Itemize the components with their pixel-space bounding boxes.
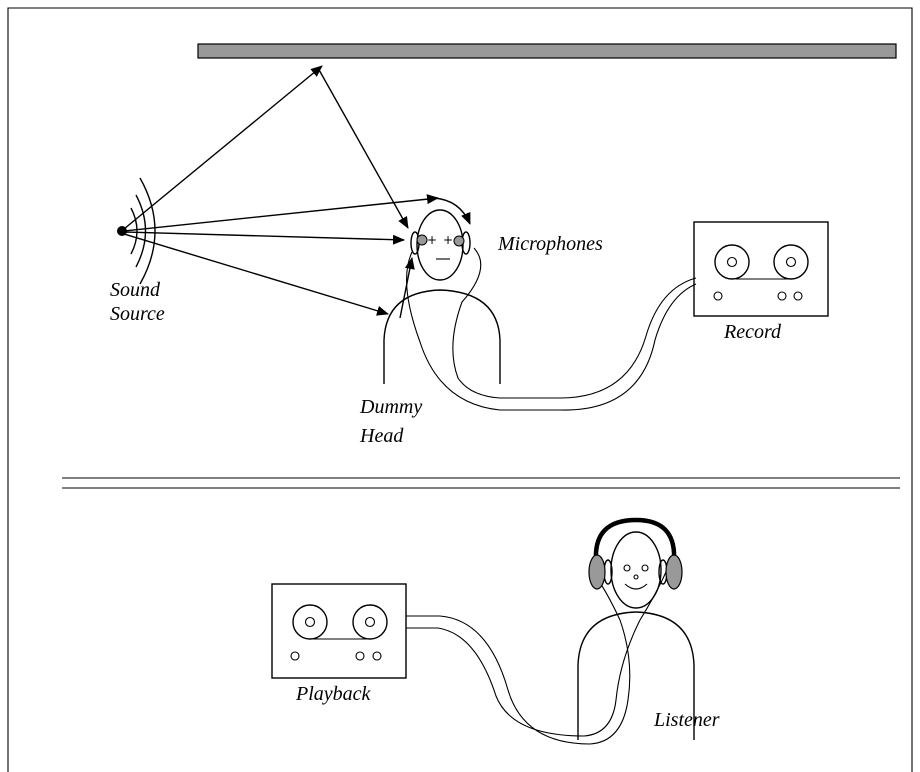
recording-cable-inner: [452, 247, 697, 399]
playback-button-1: [290, 651, 300, 661]
sound-wave-1: [130, 207, 138, 255]
listener-label: Listener: [653, 709, 720, 731]
right-headphone-cup: [665, 554, 683, 590]
sound-source-label-line2: Source: [110, 303, 165, 325]
record-reel-left-hub: [726, 256, 738, 268]
dummy-head-pointer: [399, 257, 415, 319]
direct-path-middle: [123, 231, 405, 245]
right-microphone: [453, 235, 465, 247]
direct-path-bottom: [123, 233, 389, 316]
listener-face: [610, 531, 662, 609]
sound-wave-3: [139, 177, 156, 285]
dummy-head-face: [416, 209, 464, 281]
playback-label: Playback: [295, 683, 372, 705]
reflected-path-up: [123, 65, 323, 230]
record-deck-body: [693, 221, 829, 317]
dummy-head-body: [383, 289, 501, 384]
playback-deck-body: [271, 583, 407, 679]
playback-reel-left-hub: [304, 616, 316, 628]
playback-cable-inner: [406, 571, 667, 737]
plus-mark-right: +: [443, 233, 453, 247]
playback-button-3: [372, 651, 382, 661]
dummy-head-label-line1: Dummy: [359, 396, 422, 418]
playback-cable-outer: [406, 573, 631, 745]
playback-deck: [271, 583, 407, 679]
frame-border: [7, 7, 913, 772]
listener-smile: [624, 583, 648, 590]
reflected-path-down: [317, 67, 409, 229]
record-button-3: [793, 291, 803, 301]
listener-body: [577, 611, 695, 740]
record-reel-right-hub: [785, 256, 797, 268]
left-headphone-cup: [588, 554, 606, 590]
sound-wave-2: [135, 194, 147, 268]
record-button-2: [777, 291, 787, 301]
listener: [577, 517, 695, 740]
microphones-label: Microphones: [497, 233, 603, 255]
dummy-head-label-line2: Head: [359, 425, 404, 447]
sound-source-label-line1: Sound: [110, 279, 161, 301]
listener-nose: [633, 574, 639, 580]
listener-right-eye: [641, 564, 649, 572]
playback-reel-right: [352, 604, 388, 640]
record-reel-left: [714, 244, 750, 280]
record-reel-right: [773, 244, 809, 280]
head-rotation-arc: [433, 197, 471, 225]
playback-reel-left: [292, 604, 328, 640]
recording-cable-outer: [406, 251, 697, 411]
left-microphone: [416, 234, 428, 246]
listener-left-eye: [623, 564, 631, 572]
playback-reel-right-hub: [364, 616, 376, 628]
dummy-head: + +: [383, 197, 501, 384]
plus-mark-left: +: [427, 233, 437, 247]
reflecting-surface: [197, 43, 897, 59]
direct-path-top: [123, 194, 439, 232]
playback-button-2: [355, 651, 365, 661]
headphone-band: [593, 517, 677, 561]
record-deck: [693, 221, 829, 317]
sound-source: [117, 177, 156, 285]
record-label: Record: [723, 321, 782, 343]
record-button-1: [713, 291, 723, 301]
